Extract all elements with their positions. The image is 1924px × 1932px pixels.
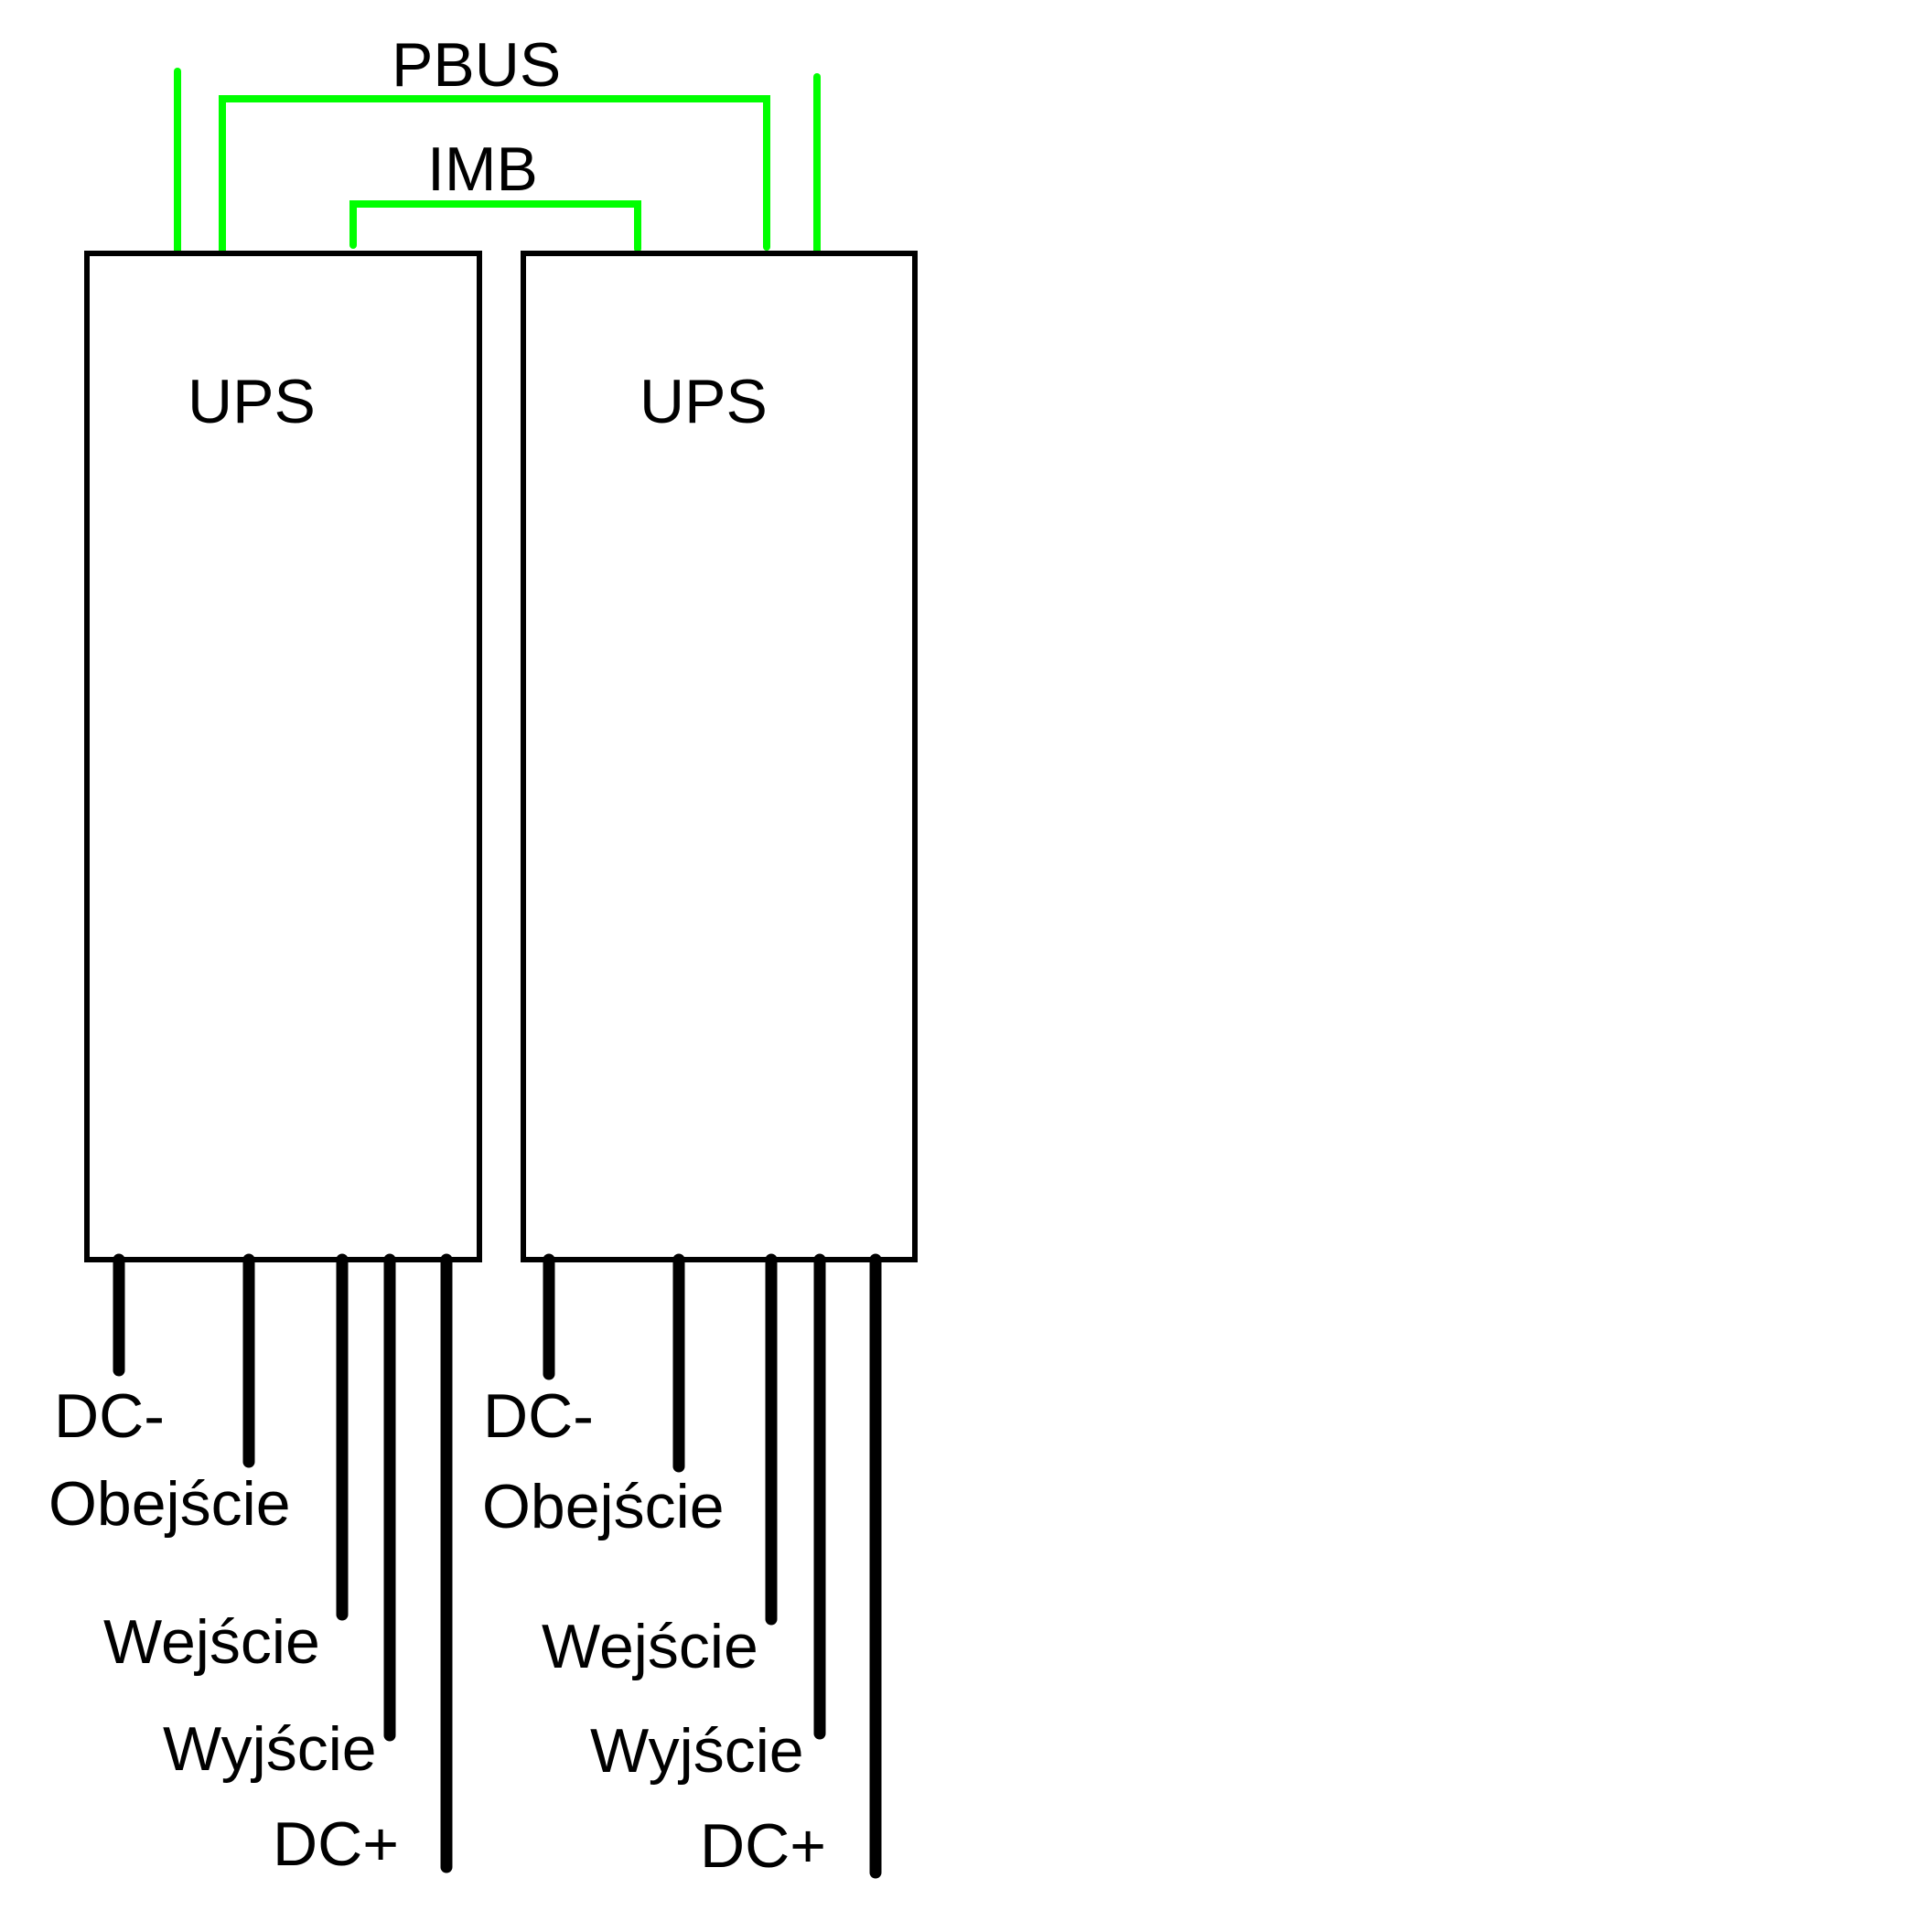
ups-box-left [84,251,482,1262]
ups-title-right: UPS [640,367,768,436]
label-bypass-right: Obejście [482,1472,725,1541]
pbus-line [219,95,770,255]
label-input-right: Wejście [542,1612,758,1681]
ups-unit-left: UPS DC- Obejście Wejście Wyjście DC+ [48,251,482,1879]
label-dc-minus-right: DC- [483,1381,594,1451]
imb-line [349,200,641,252]
ups-unit-right: UPS DC- Obejście Wejście Wyjście DC+ [482,251,918,1881]
ups-title-left: UPS [188,367,316,436]
label-dc-plus-left: DC+ [273,1809,399,1879]
bus-wiring [174,68,821,255]
imb-label: IMB [427,134,538,204]
label-output-left: Wyjście [163,1714,377,1784]
label-bypass-left: Obejście [48,1469,291,1539]
label-input-left: Wejście [103,1607,320,1677]
label-output-right: Wyjście [590,1716,804,1786]
label-dc-plus-right: DC+ [700,1811,826,1881]
terminals-right [543,1253,882,1879]
pbus-label: PBUS [392,30,561,100]
ups-box-right [521,251,918,1262]
label-dc-minus-left: DC- [54,1381,165,1451]
terminals-left [113,1253,453,1873]
